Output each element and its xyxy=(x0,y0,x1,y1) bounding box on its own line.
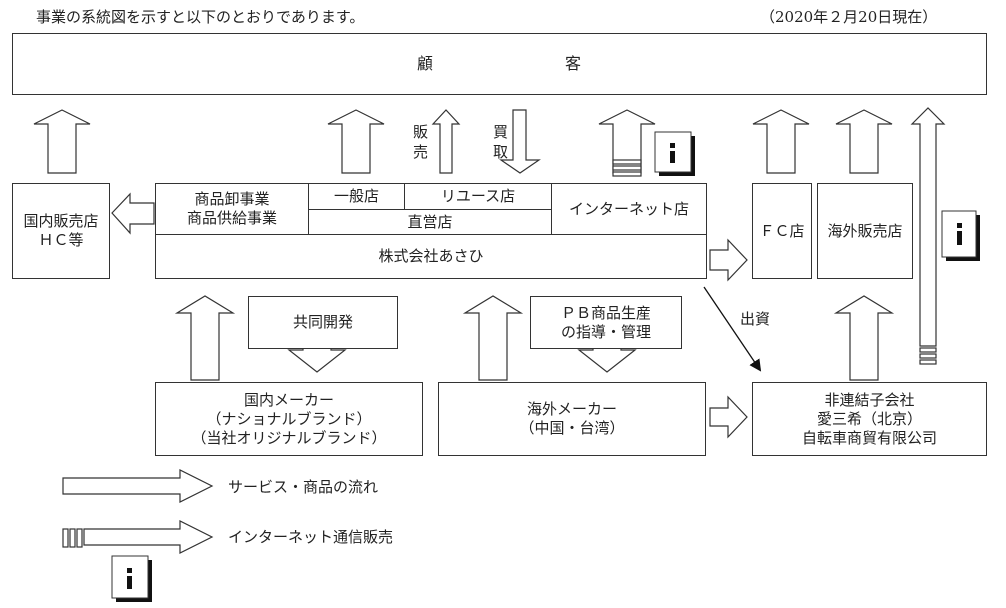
wholesale-cell: 商品卸事業 商品供給事業 xyxy=(155,183,309,235)
affiliate-stripe xyxy=(919,347,937,353)
buy-label-char-1: 買 xyxy=(493,123,509,141)
sell-label-char-1: 販 xyxy=(413,123,429,141)
buy-label: 買 取 xyxy=(493,122,508,162)
overseas-maker-box: 海外メーカー （中国・台湾） xyxy=(438,382,706,456)
long-up-arrow-affiliate xyxy=(910,107,946,347)
domestic-store-box: 国内販売店 ＨＣ等 xyxy=(12,183,110,279)
direct-store-cell: 直営店 xyxy=(308,209,552,235)
down-arrow-joint-dev xyxy=(287,347,347,373)
up-arrow-domestic-store xyxy=(33,109,91,174)
direct-store-label: 直営店 xyxy=(407,212,453,231)
joint-dev-box: 共同開発 xyxy=(248,296,398,349)
legend-flow-arrow xyxy=(62,469,214,503)
general-store-label: 一般店 xyxy=(333,187,379,205)
wholesale-line2: 商品供給事業 xyxy=(186,209,277,227)
affiliate-line2: 愛三希（北京） xyxy=(816,409,922,428)
legend-internet-stripe xyxy=(69,528,76,548)
internet-stripe xyxy=(612,159,642,165)
legend-internet-sales-label: インターネット通信販売 xyxy=(228,528,394,546)
internet-store-label: インターネット店 xyxy=(568,199,689,218)
up-arrow-overseas-store xyxy=(835,109,893,174)
pb-guidance-line1: ＰＢ商品生産 xyxy=(560,303,651,322)
up-arrow-internet xyxy=(598,109,656,174)
affiliate-line1: 非連結子会社 xyxy=(824,390,915,409)
customers-box: 顧 客 xyxy=(12,33,987,95)
up-arrow-overseas-maker xyxy=(462,295,524,381)
overseas-store-box: 海外販売店 xyxy=(817,183,913,279)
customers-label-2: 客 xyxy=(565,54,582,73)
sell-label: 販 売 xyxy=(413,122,428,162)
asahi-company-label: 株式会社あさひ xyxy=(378,247,484,265)
affiliate-stripe xyxy=(919,359,937,365)
as-of-date: （2020年２月20日現在） xyxy=(760,8,938,26)
fc-store-box: ＦＣ店 xyxy=(752,183,812,279)
investment-arrow xyxy=(703,286,762,372)
up-arrow-affiliate-to-overseas xyxy=(833,295,895,381)
affiliate-stripe xyxy=(919,353,937,359)
reuse-store-label: リユース店 xyxy=(440,187,516,205)
asahi-company-cell: 株式会社あさひ xyxy=(155,234,707,279)
info-icon xyxy=(941,210,980,261)
domestic-maker-box: 国内メーカー （ナショナルブランド） （当社オリジナルブランド） xyxy=(155,382,423,456)
internet-stripe xyxy=(612,171,642,177)
left-arrow-domestic-store xyxy=(111,192,155,235)
general-store-cell: 一般店 xyxy=(308,183,405,210)
wholesale-line1: 商品卸事業 xyxy=(194,190,270,208)
info-icon xyxy=(654,131,695,176)
affiliate-line3: 自転車商貿有限公司 xyxy=(801,428,937,447)
down-arrow-pb xyxy=(577,347,637,373)
internet-store-cell: インターネット店 xyxy=(551,183,707,235)
pb-guidance-box: ＰＢ商品生産 の指導・管理 xyxy=(530,296,682,349)
sell-arrow xyxy=(431,109,461,174)
customers-label-1: 顧 xyxy=(417,54,434,73)
fc-store-label: ＦＣ店 xyxy=(759,221,805,240)
right-arrow-fc xyxy=(709,238,748,282)
domestic-maker-line3: （当社オリジナルブランド） xyxy=(191,428,387,447)
info-icon xyxy=(111,555,152,602)
sell-label-char-2: 売 xyxy=(413,143,429,161)
up-arrow-domestic-maker xyxy=(174,295,236,381)
investment-label: 出資 xyxy=(740,310,771,328)
joint-dev-label: 共同開発 xyxy=(292,313,353,331)
buy-label-char-2: 取 xyxy=(493,143,509,161)
legend-internet-stripe xyxy=(76,528,83,548)
up-arrow-fc xyxy=(752,109,810,174)
overseas-maker-line1: 海外メーカー xyxy=(526,400,617,418)
buy-arrow xyxy=(499,109,541,174)
internet-stripe xyxy=(612,165,642,171)
domestic-store-line1: 国内販売店 xyxy=(23,212,99,230)
legend-internet-stripe xyxy=(62,528,69,548)
page-title: 事業の系統図を示すと以下のとおりであります。 xyxy=(36,8,365,26)
overseas-store-label: 海外販売店 xyxy=(827,221,903,240)
up-arrow-wholesale xyxy=(327,109,385,174)
legend-service-flow-label: サービス・商品の流れ xyxy=(228,478,379,496)
domestic-maker-line2: （ナショナルブランド） xyxy=(206,409,372,428)
reuse-store-cell: リユース店 xyxy=(404,183,552,210)
pb-guidance-line2: の指導・管理 xyxy=(560,322,651,341)
domestic-maker-line1: 国内メーカー xyxy=(243,390,334,409)
domestic-store-line2: ＨＣ等 xyxy=(38,231,84,249)
overseas-maker-line2: （中国・台湾） xyxy=(519,419,625,437)
legend-internet-arrow xyxy=(83,520,214,554)
right-arrow-overseas-to-affiliate xyxy=(709,395,748,439)
affiliate-box: 非連結子会社 愛三希（北京） 自転車商貿有限公司 xyxy=(752,382,987,456)
